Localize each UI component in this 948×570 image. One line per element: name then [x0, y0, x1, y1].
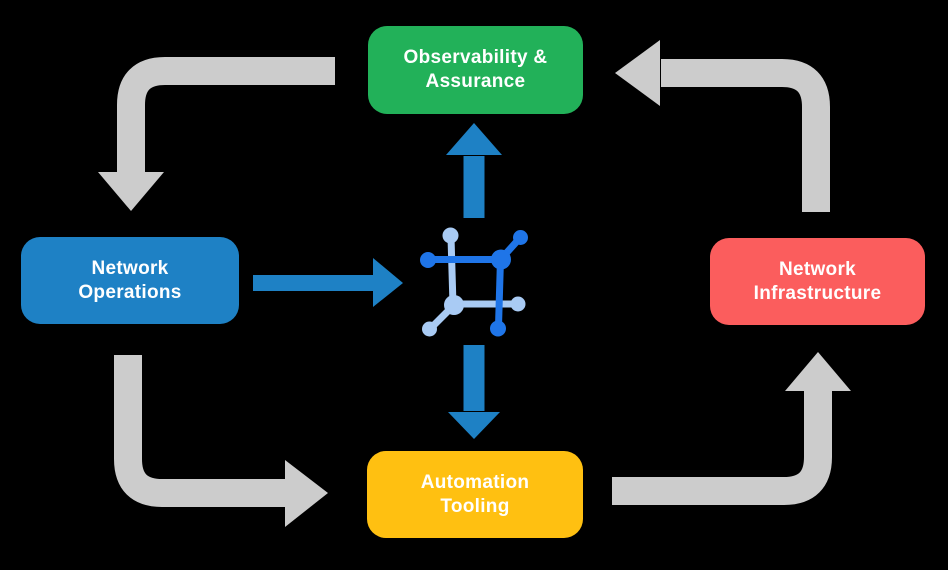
- node-automation-tooling: Automation Tooling: [367, 451, 583, 538]
- arrow-icon-to-automation: [448, 345, 500, 439]
- arrow-observability-to-operations: [98, 57, 335, 211]
- arrow-icon-to-observability: [446, 123, 502, 218]
- node-network-infrastructure-label: Network Infrastructure: [753, 258, 882, 304]
- network-automation-icon: [420, 227, 528, 337]
- node-observability-assurance-label: Observability & Assurance: [403, 47, 548, 92]
- icon-dark-parts: [420, 230, 528, 337]
- arrow-automation-to-infrastructure: [612, 352, 851, 505]
- node-network-infrastructure: Network Infrastructure: [710, 238, 925, 325]
- node-network-operations-label: Network Operations: [78, 257, 182, 303]
- node-observability-assurance: Observability & Assurance: [368, 26, 583, 114]
- icon-light-parts: [422, 227, 526, 337]
- node-automation-tooling-label: Automation Tooling: [420, 471, 530, 517]
- arrow-operations-to-icon: [253, 258, 403, 307]
- arrow-infrastructure-to-observability: [615, 40, 830, 212]
- arrow-operations-to-automation: [114, 355, 328, 527]
- node-network-operations: Network Operations: [21, 237, 239, 324]
